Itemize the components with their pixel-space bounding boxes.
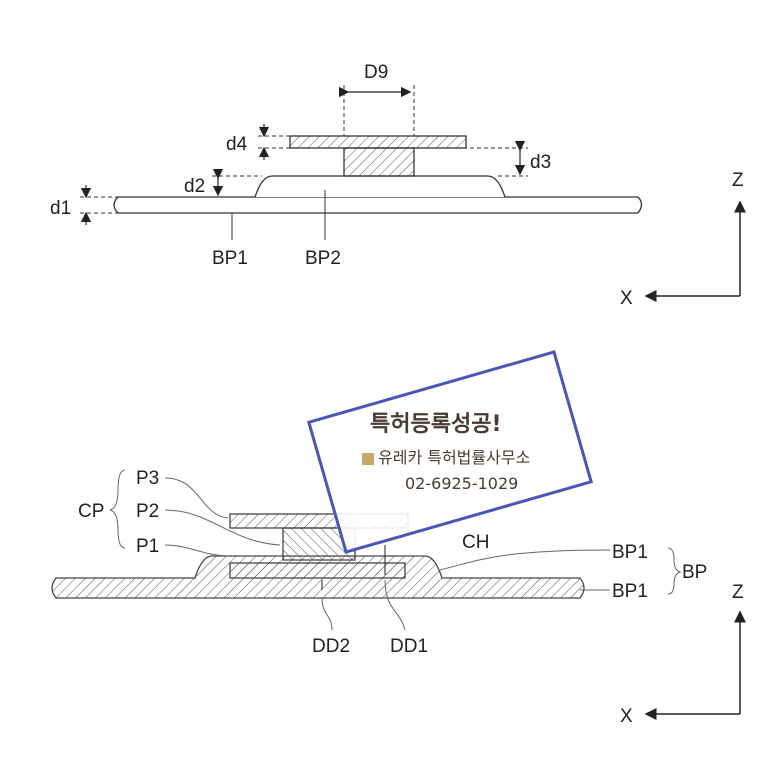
label-d9: D9 [364, 62, 388, 83]
label-p1: P1 [136, 536, 159, 557]
label-dd1: DD1 [390, 636, 428, 657]
label-d1: d1 [50, 198, 71, 219]
stamp-firm-line: 유레카 특허법률사무소 [362, 450, 530, 466]
axis-z-label-bottom: Z [732, 582, 744, 603]
top-axis [646, 202, 740, 296]
label-d4: d4 [226, 134, 248, 155]
label-bp2: BP2 [305, 248, 341, 269]
firm-logo-icon [362, 453, 374, 465]
label-dd2: DD2 [312, 636, 350, 657]
base-plate-bp1 [114, 197, 642, 213]
bottom-axis [646, 612, 740, 714]
label-bp1-upper: BP1 [612, 542, 648, 563]
label-bp1-lower: BP1 [612, 581, 648, 602]
label-ch: CH [462, 532, 489, 553]
stamp-phone: 02-6925-1029 [405, 476, 518, 492]
label-bp1: BP1 [212, 248, 248, 269]
top-figure [80, 85, 642, 240]
disc [290, 136, 466, 148]
axis-x-label-bottom: X [620, 706, 633, 727]
label-d3: d3 [530, 152, 551, 173]
stamp-firm: 유레카 특허법률사무소 [378, 448, 530, 467]
p1-flange [230, 563, 405, 578]
cylinder [344, 148, 414, 176]
label-bp: BP [682, 562, 707, 583]
label-p3: P3 [136, 468, 159, 489]
label-p2: P2 [136, 501, 159, 522]
axis-z-label-top: Z [732, 170, 744, 191]
raised-portion-bp2 [255, 176, 505, 197]
label-cp: CP [78, 501, 104, 522]
label-d2: d2 [184, 176, 205, 197]
axis-x-label-top: X [620, 288, 633, 309]
stamp-title: 특허등록성공! [370, 414, 501, 436]
